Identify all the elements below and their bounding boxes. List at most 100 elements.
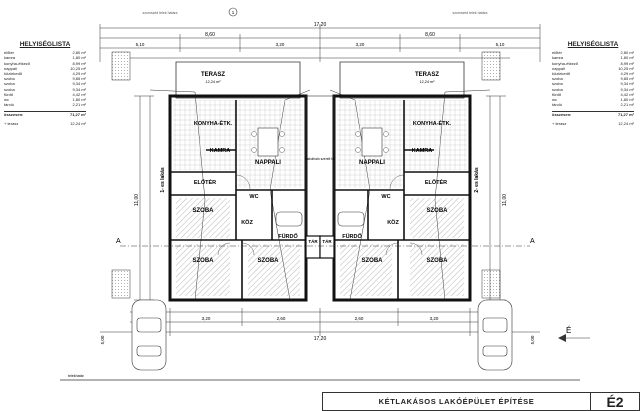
- area-row-value: 1,80 m²: [72, 55, 86, 61]
- label-pantry-left: KAMRA: [210, 148, 230, 154]
- area-terrace-right: 12,24 m²: [420, 80, 436, 84]
- area-row-name: szoba: [4, 76, 15, 82]
- unit-right: [329, 61, 491, 302]
- label-terrace-left: TERASZ: [201, 72, 225, 78]
- bottom-note: telekhatár: [68, 374, 85, 378]
- dim-half-left: 8,60: [205, 32, 215, 38]
- area-list-title: HELYISÉGLISTA: [19, 41, 71, 48]
- area-list-title: HELYISÉGLISTA: [567, 41, 619, 48]
- party-wall-zone: [305, 95, 335, 237]
- area-row-name: tároló: [552, 102, 563, 108]
- area-terrace-left: 12,24 m²: [206, 80, 222, 84]
- storage-right: [319, 235, 335, 259]
- boundary-post-bl: [111, 269, 131, 299]
- total-label: összesen:: [552, 112, 572, 118]
- dim-side-right: 11,00: [502, 194, 508, 206]
- label-kitchen-left: KONYHA-ÉTK.: [194, 119, 233, 127]
- area-row-name: közlekedő: [4, 71, 23, 77]
- label-wc-right: WC: [381, 194, 390, 200]
- dim-seg-2: 3,20: [276, 42, 285, 47]
- terrace-label: + terasz: [552, 120, 567, 126]
- dim-bottom-3: 2,60: [355, 316, 364, 321]
- area-row-name: nappali: [552, 65, 565, 71]
- label-corridor-left: KÖZ: [241, 219, 253, 226]
- wing-label-left: 1- es lakás: [160, 167, 166, 193]
- area-row-name: tároló: [4, 102, 15, 108]
- area-row-value: 4,42 m²: [72, 91, 86, 97]
- area-row-name: szoba: [4, 86, 15, 92]
- label-pantry-right: KAMRA: [412, 148, 432, 154]
- label-room2-right: SZOBA: [427, 258, 449, 264]
- area-row-value: 2,21 m²: [620, 102, 634, 108]
- area-row-value: 10,25 m²: [618, 65, 634, 71]
- area-row-value: 4,29 m²: [620, 71, 634, 77]
- area-row-value: 9,34 m²: [620, 86, 634, 92]
- boundary-post-br: [481, 269, 501, 299]
- area-list-total: összesen: 71,27 m²: [552, 111, 634, 117]
- section-label-left: A: [116, 238, 121, 245]
- label-bath-right: FÜRDŐ: [342, 233, 362, 240]
- area-row: szoba 9,85 m²: [4, 76, 86, 81]
- boundary-post-right: [481, 51, 501, 81]
- label-room3-right: SZOBA: [362, 258, 384, 264]
- compass-label: É: [566, 326, 571, 335]
- area-row-name: szoba: [552, 86, 563, 92]
- area-row: nappali 10,25 m²: [552, 66, 634, 71]
- area-row: közlekedő 4,29 m²: [552, 71, 634, 76]
- area-row-value: 9,85 m²: [620, 76, 634, 82]
- dim-bottom-1: 3,20: [202, 316, 211, 321]
- dim-bottom-2: 2,60: [277, 316, 286, 321]
- area-list-terrace: + terasz 12,24 m²: [4, 121, 86, 126]
- label-living-right: NAPPALI: [359, 160, 385, 166]
- area-row-value: 8,99 m²: [620, 60, 634, 66]
- area-row-value: 1,80 m²: [72, 97, 86, 103]
- axis-marker-top: [228, 7, 238, 17]
- terrace-label: + terasz: [4, 120, 19, 126]
- area-row-value: 1,80 m²: [620, 97, 634, 103]
- area-row-value: 9,85 m²: [72, 76, 86, 82]
- label-room3-left: SZOBA: [258, 258, 280, 264]
- area-row-value: 8,99 m²: [72, 60, 86, 66]
- top-note-left: szomszéd telek határa: [142, 11, 177, 15]
- area-row-name: fürdő: [552, 91, 562, 97]
- car-right: [477, 299, 513, 371]
- dim-seg-4: 5,10: [496, 42, 505, 47]
- area-row-name: kamra: [552, 55, 564, 61]
- dim-overall-bottom: 17,20: [314, 336, 327, 342]
- area-row-name: wc: [4, 97, 9, 103]
- room2-floor-left: [176, 244, 230, 296]
- area-row-value: 1,80 m²: [620, 55, 634, 61]
- label-hall-left: ELŐTÉR: [194, 178, 216, 186]
- axis-label-top: 1: [232, 10, 235, 15]
- total-label: összesen:: [4, 112, 24, 118]
- dim-side-left: 11,00: [134, 194, 140, 206]
- area-row-name: közlekedő: [552, 71, 571, 77]
- terrace-outline-left: [175, 61, 301, 99]
- car-left: [131, 299, 167, 371]
- area-row-value: 9,34 m²: [72, 86, 86, 92]
- area-row-value: 9,34 m²: [620, 81, 634, 87]
- boundary-post-left: [111, 51, 131, 81]
- label-storage-right: TÁR: [322, 238, 332, 244]
- area-row-name: előtér: [552, 50, 563, 56]
- wing-label-right: 2- es lakás: [474, 167, 480, 193]
- north-arrow-icon: [558, 334, 590, 342]
- total-value: 71,27 m²: [617, 112, 634, 118]
- area-row-value: 10,25 m²: [70, 65, 86, 71]
- kitchen-floor-left: [173, 100, 235, 170]
- sheet-title: KÉTLAKÁSOS LAKÓÉPÜLET ÉPÍTÉSE: [378, 397, 535, 406]
